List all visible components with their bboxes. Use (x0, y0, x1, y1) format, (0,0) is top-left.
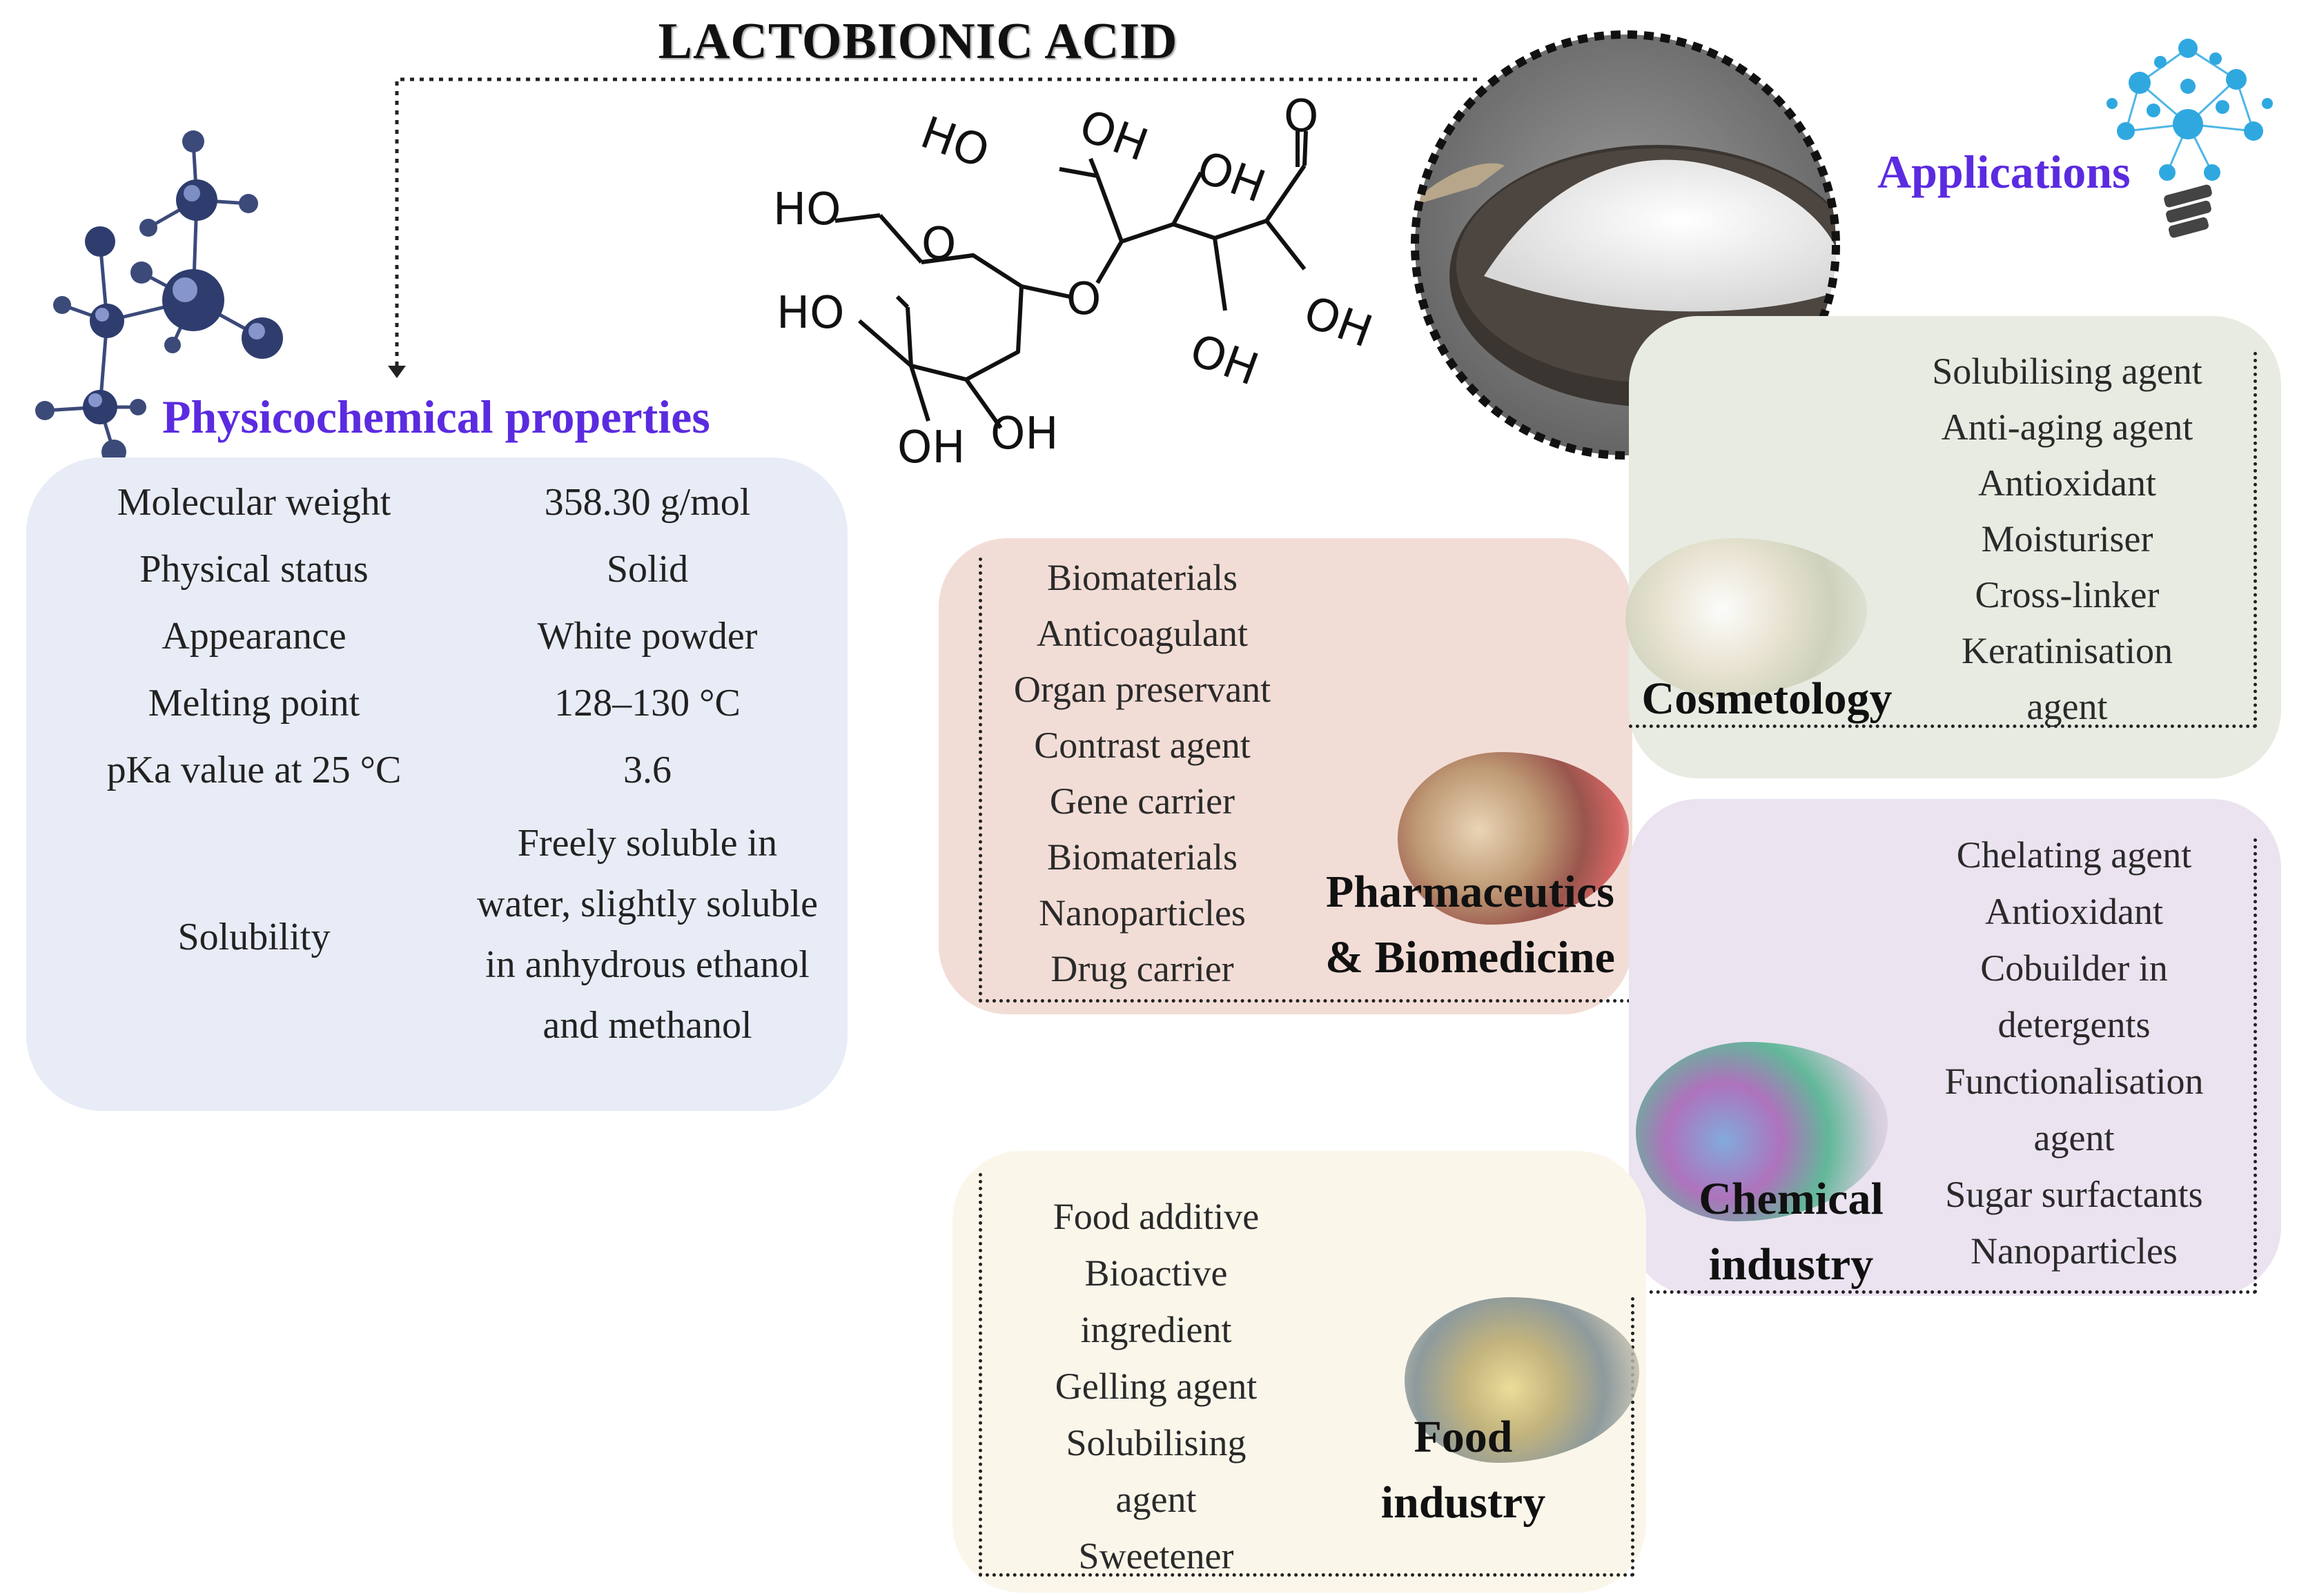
list-item: Solubilising agent (1932, 351, 2202, 392)
pharmaceutics-label: Pharmaceutics & Biomedicine (1311, 859, 1629, 990)
label-line: Pharmaceutics (1326, 867, 1614, 917)
list-item: Nanoparticles (1971, 1230, 2178, 1272)
list-item: agent (1115, 1479, 1197, 1520)
solubility-line: in anhydrous ethanol (485, 943, 810, 986)
list-item: Biomaterials (1047, 557, 1238, 598)
oh-label: OH (1073, 100, 1155, 171)
powder-spoon-photo (1411, 30, 1840, 460)
solubility-line: water, slightly soluble (477, 883, 818, 925)
list-item: Sugar surfactants (1945, 1174, 2203, 1215)
list-item: Anticoagulant (1037, 613, 1248, 654)
label-line: Food (1414, 1412, 1513, 1462)
solubility-line: and methanol (543, 1004, 752, 1047)
label-line: & Biomedicine (1325, 932, 1615, 983)
list-item: Nanoparticles (1039, 892, 1246, 934)
oh-label: OH (1191, 141, 1272, 213)
list-item: Food additive (1053, 1196, 1260, 1237)
molecule-icon (35, 130, 283, 464)
list-item: Cobuilder in (1980, 947, 2168, 989)
property-key: Solubility (177, 916, 331, 958)
list-item: Organ preservant (1013, 669, 1271, 710)
list-item: Anti-aging agent (1941, 406, 2193, 448)
oh-label: OH (1184, 324, 1265, 395)
list-item: Antioxidant (1985, 891, 2163, 932)
list-item: Functionalisation (1944, 1061, 2204, 1102)
list-item: Solubilising (1066, 1422, 1247, 1464)
list-item: ingredient (1080, 1309, 1232, 1350)
property-value-multiline: Freely soluble in water, slightly solubl… (440, 813, 854, 1056)
food-label: Food industry (1353, 1404, 1574, 1535)
food-dotted-border (979, 1173, 1634, 1577)
oh-label: OH (1298, 286, 1379, 357)
chemical-list: Chelating agent Antioxidant Cobuilder in… (1891, 827, 2257, 1279)
food-dotted-side (1631, 1297, 1634, 1577)
cosmetology-dotted-border (1629, 352, 2257, 728)
ho-label: HO (776, 288, 845, 339)
property-value: White powder (537, 615, 758, 658)
food-list: Food additive Bioactive ingredient Gelli… (994, 1188, 1318, 1584)
list-item: Drug carrier (1050, 948, 1234, 989)
pharmaceutics-dotted-border (979, 558, 1638, 1003)
label-line: industry (1708, 1239, 1874, 1290)
list-item: Cross-linker (1975, 574, 2160, 615)
solubility-line: Freely soluble in (517, 822, 778, 865)
property-key: pKa value at 25 °C (106, 749, 402, 791)
list-item: Bioactive (1084, 1252, 1228, 1294)
ho-label: HO (915, 107, 996, 178)
physicochemical-panel: Molecular weight 358.30 g/mol Physical s… (26, 457, 848, 1111)
oh-label: OH (990, 408, 1059, 460)
lactobionic-acid-structure: O HO HO OH OH O HO OH OH O OH OH (773, 91, 1379, 473)
list-item: Contrast agent (1034, 725, 1251, 766)
property-key: Melting point (148, 682, 360, 725)
connector-arrowhead (388, 366, 406, 378)
label-line: Chemical (1699, 1174, 1884, 1224)
chemical-label: Chemical industry (1677, 1166, 1905, 1297)
ho-label: HO (773, 184, 841, 235)
property-key: Appearance (162, 615, 346, 658)
chemical-dotted-border (1629, 838, 2257, 1294)
lightbulb-network-icon (2107, 39, 2273, 238)
list-item: Sweetener (1078, 1535, 1234, 1577)
list-item: Gene carrier (1049, 780, 1235, 822)
title-connector (395, 77, 1477, 366)
property-value: 3.6 (623, 749, 672, 791)
list-item: agent (2033, 1117, 2115, 1159)
label-line: industry (1380, 1477, 1546, 1528)
property-key: Molecular weight (117, 481, 391, 524)
property-value: Solid (606, 548, 689, 591)
list-item: detergents (1997, 1004, 2151, 1045)
cosmetology-list: Solubilising agent Anti-aging agent Anti… (1884, 344, 2250, 735)
property-key: Physical status (139, 548, 369, 591)
list-item: Moisturiser (1981, 518, 2153, 560)
list-item: Antioxidant (1978, 462, 2156, 504)
diagram-title: LACTOBIONIC ACID (658, 13, 1178, 70)
list-item: agent (2026, 686, 2108, 727)
property-value: 358.30 g/mol (544, 481, 751, 524)
list-item: Chelating agent (1956, 834, 2192, 876)
oh-label: OH (897, 422, 966, 473)
list-item: Gelling agent (1055, 1366, 1258, 1407)
property-row: Solubility Freely soluble in water, slig… (26, 813, 848, 1075)
list-item: Biomaterials (1047, 836, 1238, 878)
applications-heading: Applications (1877, 146, 2131, 198)
glycosidic-o-label: O (1066, 274, 1101, 325)
list-item: Keratinisation (1962, 630, 2173, 671)
ring-o-label: O (921, 219, 956, 270)
physicochemical-heading: Physicochemical properties (162, 391, 710, 443)
carbonyl-o-label: O (1284, 91, 1318, 142)
cosmetology-label: Cosmetology (1641, 673, 1893, 724)
property-value: 128–130 °C (554, 682, 741, 725)
pharmaceutics-list: Biomaterials Anticoagulant Organ preserv… (980, 550, 1304, 997)
